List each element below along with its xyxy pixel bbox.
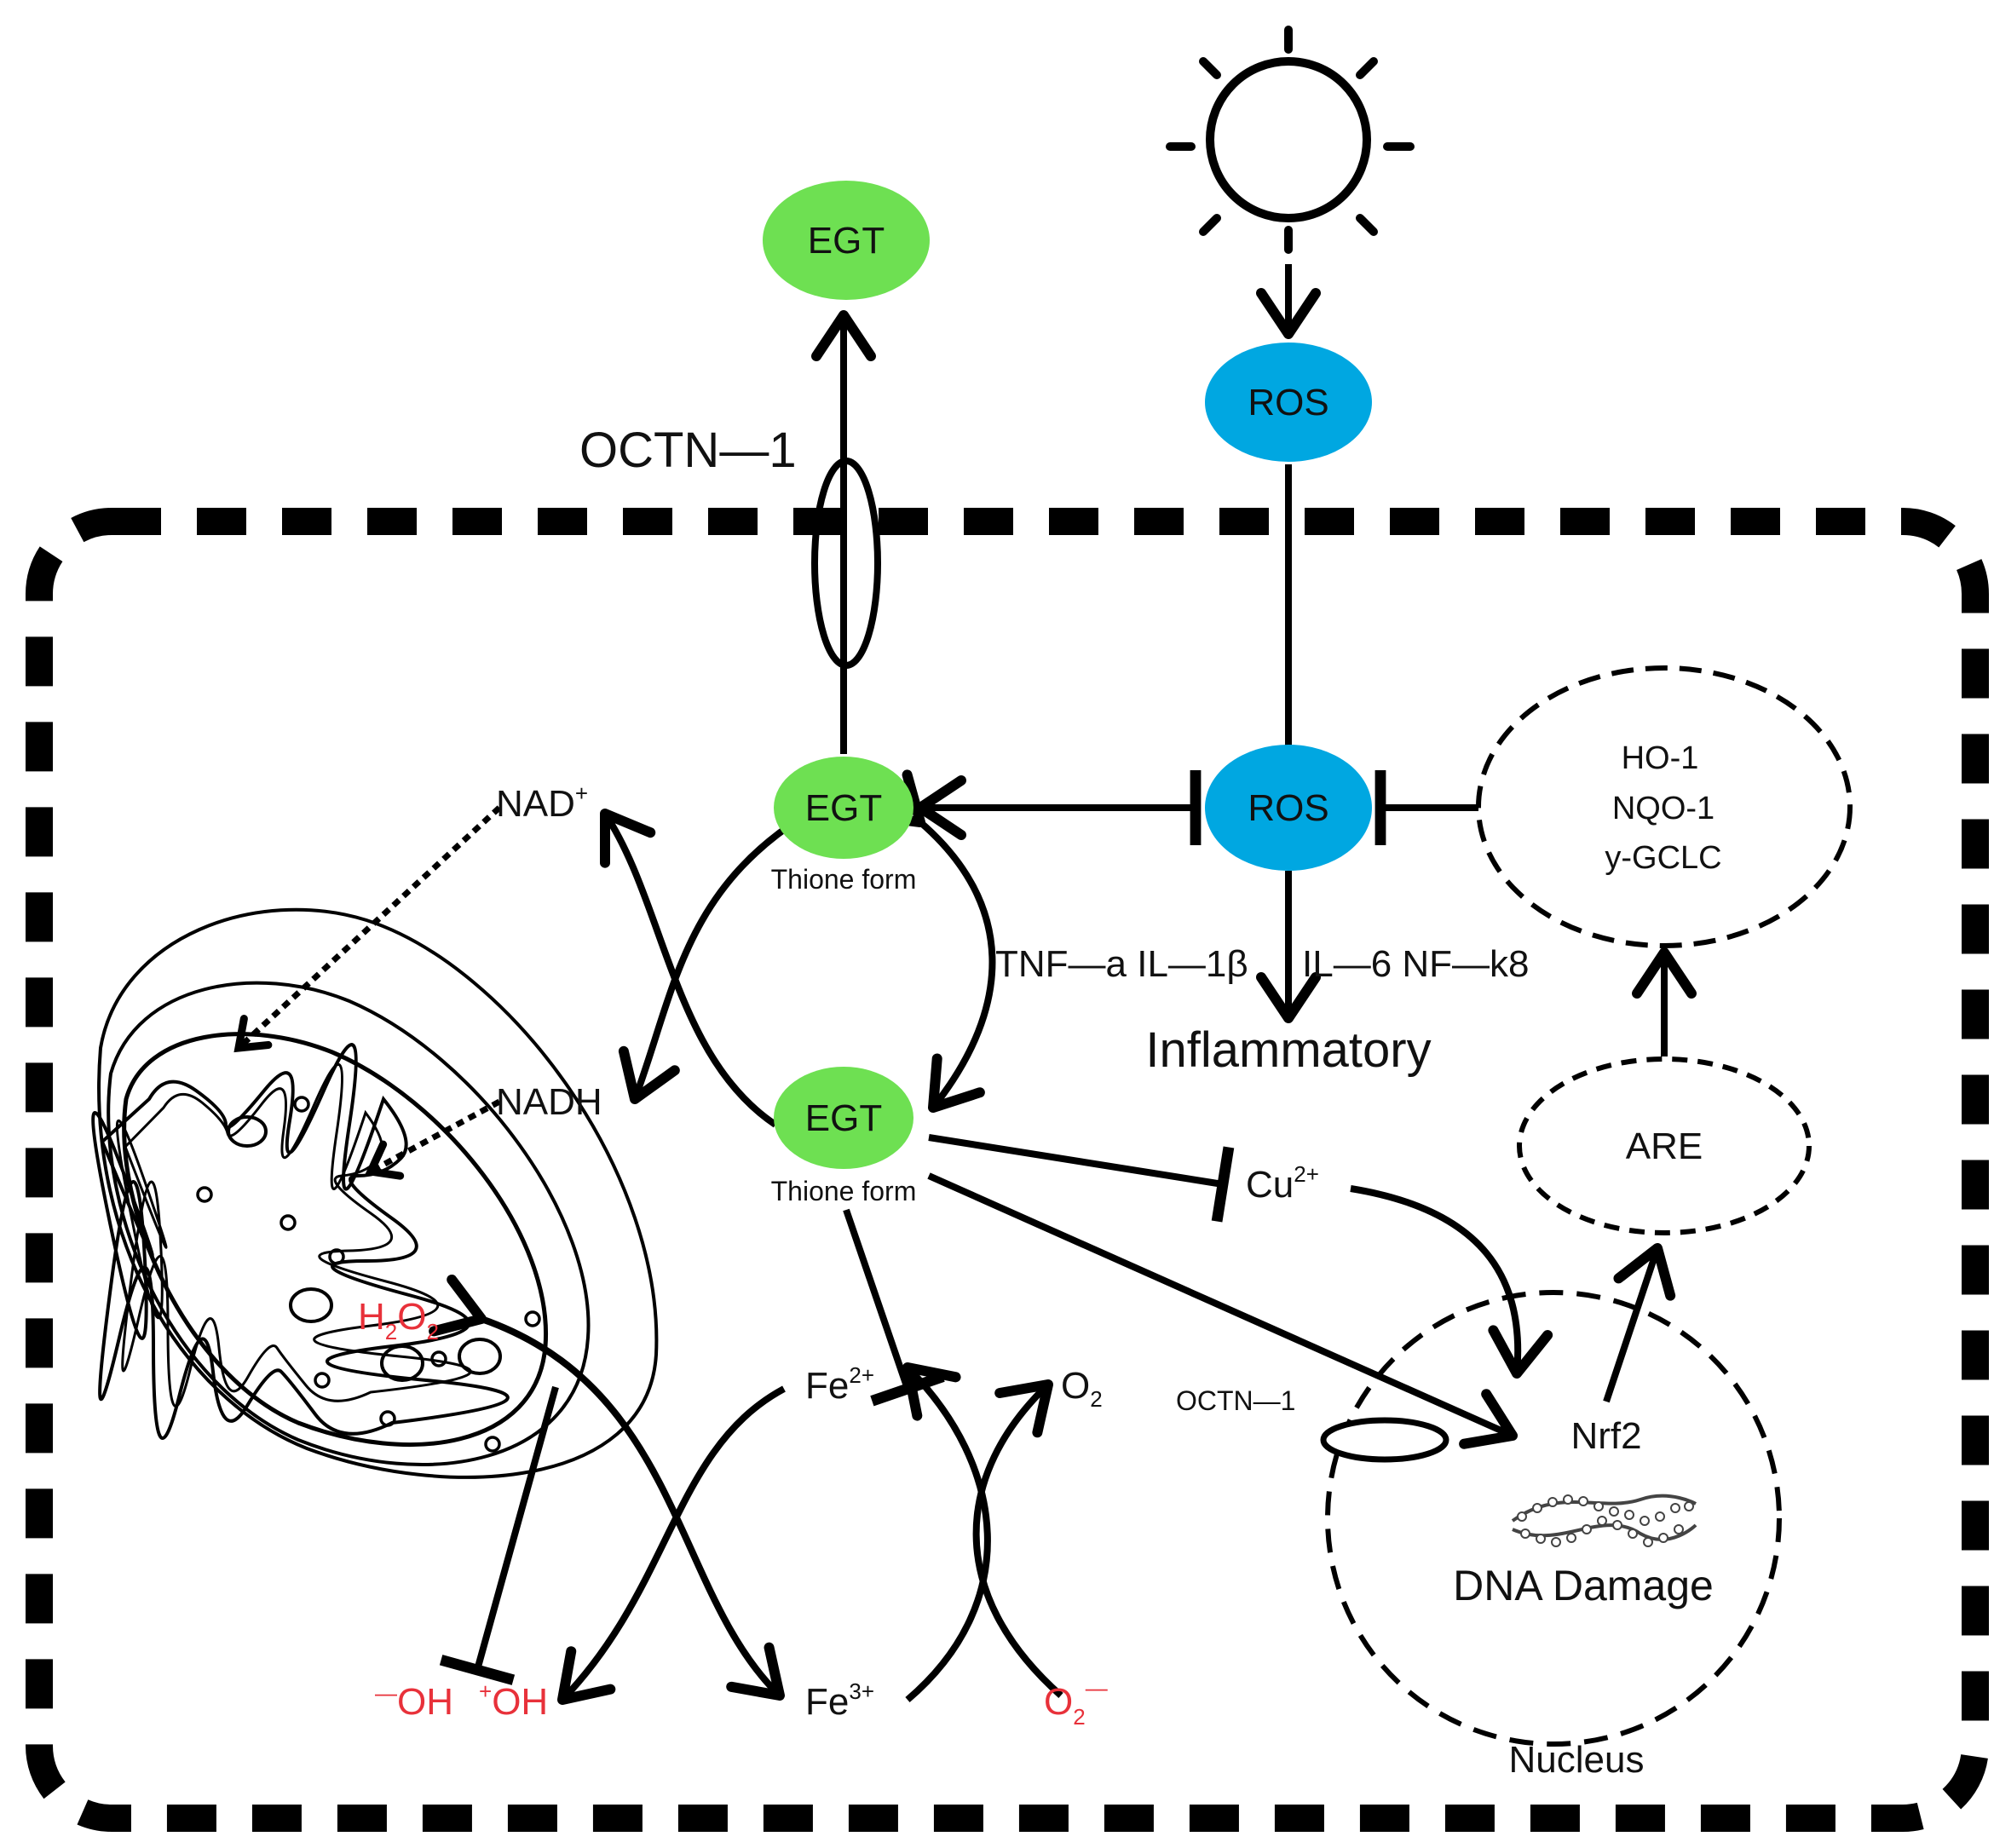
octn1-nucleus-label: OCTN—1 — [1176, 1385, 1295, 1416]
edge-egt-inhibit-cu — [928, 1134, 1235, 1223]
gclc-label: y-GCLC — [1605, 840, 1721, 876]
cytokines-right-label: IL—6 NF—k8 — [1302, 943, 1530, 985]
edge-o2radical-to-o2 — [972, 1379, 1063, 1698]
ros-extracellular-node — [1205, 343, 1372, 462]
egt-outside-label: EGT — [808, 220, 885, 262]
edge-egt-to-nrf2 — [927, 1172, 1518, 1449]
edge-nad-to-mito — [233, 805, 502, 1053]
nucleus-label: Nucleus — [1509, 1739, 1645, 1781]
ros-intracellular-node — [1205, 745, 1372, 871]
edge-egt-inhibit-fe — [843, 1208, 945, 1407]
octn1-nuclear-transporter-icon — [1320, 1417, 1449, 1463]
edge-nrf2-to-are — [1603, 1243, 1676, 1403]
edge-nadh-to-mito — [365, 1098, 501, 1180]
h2o2-label: H2O2 — [358, 1296, 439, 1344]
egt-upper-node — [774, 757, 913, 859]
hydroxide-label: —OH — [375, 1680, 453, 1723]
edge-fe3-to-fe2 — [902, 1362, 991, 1703]
nqo1-label: NQO-1 — [1612, 791, 1714, 826]
dna-damage-label: DNA Damage — [1453, 1562, 1714, 1609]
hydroxyl-radical-label: +OH — [479, 1678, 548, 1723]
egt-lower-node — [774, 1067, 913, 1169]
antioxidant-enzymes — [1476, 665, 1853, 948]
ros-outside-label: ROS — [1248, 382, 1328, 423]
edge-mito-inhibit-oh — [439, 1385, 559, 1685]
dna-helix-icon — [1511, 1494, 1697, 1547]
octn1-membrane-label: OCTN—1 — [579, 423, 797, 478]
sun-icon — [1166, 26, 1415, 254]
edge-egt-upper-to-nadh — [618, 815, 804, 1104]
edge-egt-redox-right — [866, 769, 996, 1113]
nadh-label: NADH — [496, 1081, 602, 1123]
nad-label: NAD+ — [496, 780, 588, 825]
edge-cu-to-nucleus — [1350, 1185, 1553, 1379]
octn1-transporter-channel-icon — [811, 458, 881, 669]
egt-extracellular-node — [763, 181, 930, 300]
fe2-label: Fe2+ — [805, 1362, 874, 1407]
edge-fe2-to-oh — [557, 1385, 786, 1705]
are-label: ARE — [1626, 1125, 1703, 1167]
o2-label: O2 — [1061, 1365, 1103, 1412]
egt-upper-label: EGT — [805, 787, 882, 829]
inflammatory-label: Inflammatory — [1145, 1022, 1431, 1078]
fe3-label: Fe3+ — [805, 1678, 874, 1723]
nucleus-envelope — [1325, 1290, 1782, 1747]
nrf2-label: Nrf2 — [1570, 1415, 1641, 1457]
o2-radical-label: O2— — [1044, 1675, 1108, 1730]
cytokines-left-label: TNF—a IL—1β — [995, 943, 1248, 985]
edge-egt-lower-to-nad — [599, 809, 778, 1128]
egt-lower-sublabel: Thione form — [771, 1176, 917, 1206]
cu-label: Cu2+ — [1246, 1161, 1319, 1206]
cell-membrane — [26, 508, 1989, 1832]
mitochondrion-icon — [91, 907, 659, 1479]
are-element — [1517, 1056, 1812, 1235]
ros-inside-label: ROS — [1248, 787, 1328, 829]
egt-upper-sublabel: Thione form — [771, 864, 917, 895]
edge-h2o2-to-fe3 — [429, 1274, 785, 1701]
egt-lower-label: EGT — [805, 1097, 882, 1139]
ho1-label: HO-1 — [1622, 740, 1699, 776]
